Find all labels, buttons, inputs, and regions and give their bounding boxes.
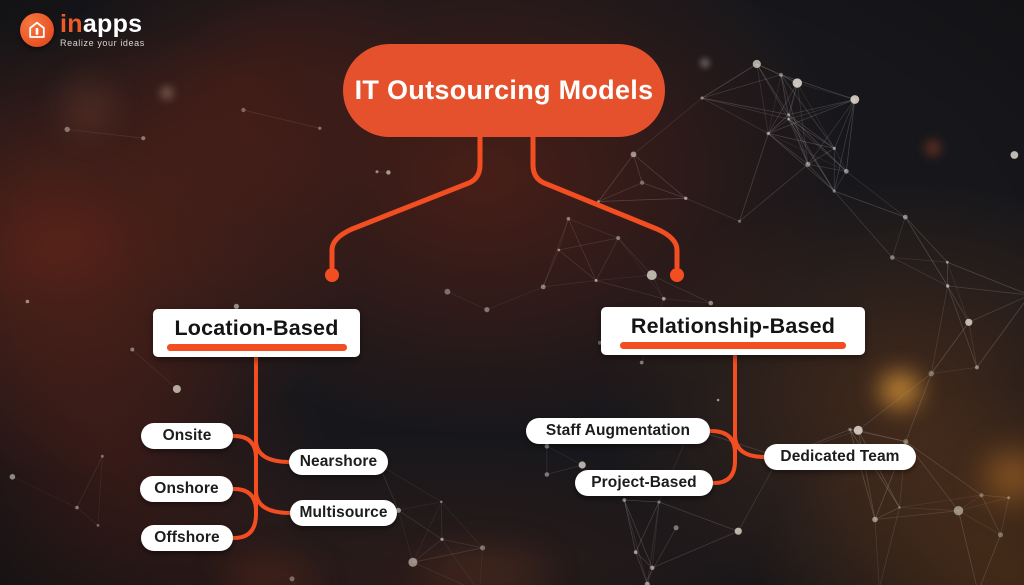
hook-onshore	[232, 487, 258, 513]
branch-relationship-based: Relationship-Based	[601, 307, 865, 355]
branch-label: Location-Based	[174, 316, 339, 341]
branch-label: Relationship-Based	[630, 314, 836, 339]
connector-root-right	[530, 131, 680, 270]
node-onshore: Onshore	[140, 476, 233, 502]
branch-underline	[166, 344, 347, 351]
connector-root-left	[329, 131, 483, 270]
bokeh-light	[985, 452, 1024, 502]
root-node: IT Outsourcing Models	[343, 44, 665, 137]
node-onsite: Onsite	[141, 423, 233, 449]
bokeh-light	[420, 552, 550, 585]
hook-nearshore	[254, 438, 292, 464]
bokeh-light	[880, 372, 920, 408]
node-staff-augmentation: Staff Augmentation	[526, 418, 710, 444]
hook-staff-augmentation	[709, 429, 737, 455]
node-multisource: Multisource	[290, 500, 397, 526]
node-offshore: Offshore	[141, 525, 233, 551]
brand-name-apps: apps	[82, 10, 143, 38]
bokeh-light	[222, 558, 317, 585]
home-arrow-icon	[20, 13, 54, 47]
node-nearshore: Nearshore	[289, 449, 388, 475]
brand-wordmark: inapps	[60, 10, 145, 38]
branch-underline	[620, 342, 846, 349]
connector-endpoint-right	[670, 268, 684, 282]
bokeh-light	[925, 140, 941, 156]
brand-text: inapps Realize your ideas	[60, 8, 145, 48]
hook-onsite	[232, 434, 258, 460]
bokeh-light	[58, 78, 116, 136]
hook-dedicated-team	[733, 433, 767, 459]
hook-multisource	[254, 489, 293, 515]
trunk-relationship	[712, 354, 737, 485]
brand-tagline: Realize your ideas	[60, 38, 145, 48]
brand-logo: inapps Realize your ideas	[20, 8, 145, 48]
branch-location-based: Location-Based	[153, 309, 360, 357]
brand-name-in: in	[60, 10, 83, 38]
home-arrow-icon-glyph	[29, 21, 45, 38]
connector-endpoint-left	[325, 268, 339, 282]
trunk-location	[232, 355, 258, 540]
node-dedicated-team: Dedicated Team	[764, 444, 916, 470]
node-project-based: Project-Based	[575, 470, 713, 496]
bokeh-light	[700, 58, 710, 68]
bokeh-light	[160, 86, 174, 100]
